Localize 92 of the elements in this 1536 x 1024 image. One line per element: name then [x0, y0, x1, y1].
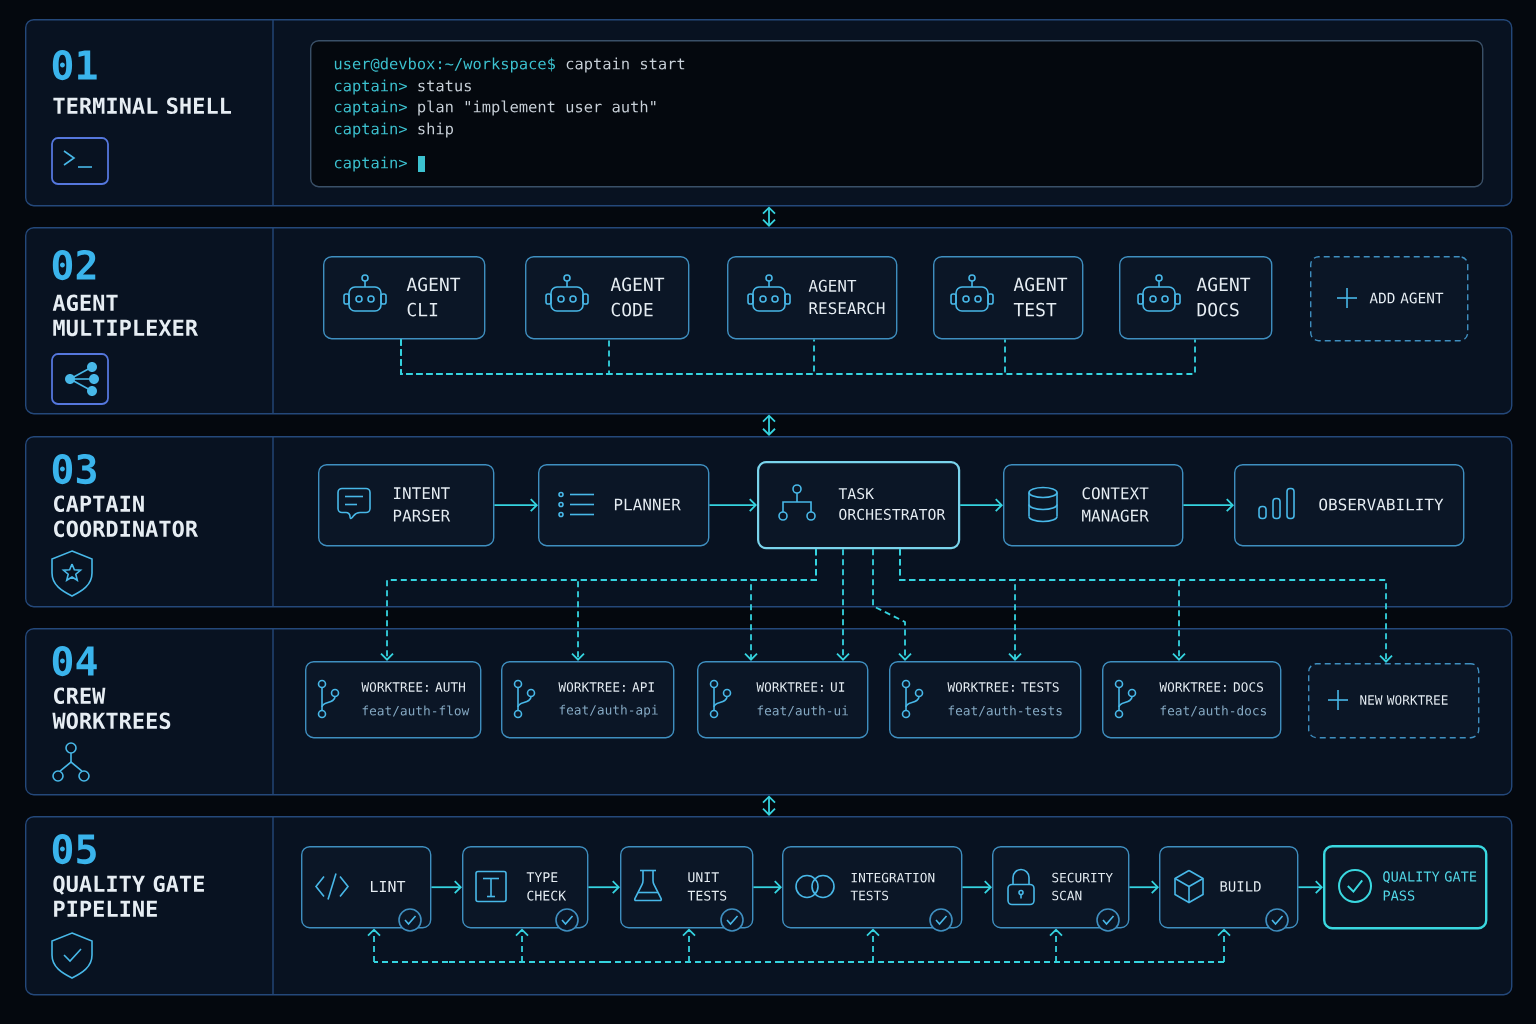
box-label: TASK ORCHESTRATOR [838, 488, 946, 520]
layer-number: 01 [52, 49, 97, 81]
box-label: WORKTREE: API [558, 682, 654, 692]
agent-card [1119, 256, 1273, 340]
box-label: WORKTREE: AUTH [361, 682, 465, 692]
arrow [1297, 880, 1323, 895]
arrow [961, 880, 992, 895]
layer-title: AGENT MULTIPLEXER [52, 294, 199, 337]
arrow [744, 548, 817, 661]
arrow [836, 548, 850, 661]
process-box [538, 464, 710, 547]
arrow [1128, 880, 1159, 895]
agent-card [323, 256, 486, 340]
layer-title: TERMINAL SHELL [53, 97, 231, 115]
stage-box [301, 846, 432, 932]
agent-card [727, 256, 898, 340]
branch-name: feat/auth-ui [757, 705, 848, 717]
arrow [872, 548, 912, 661]
box-label: NEW WORKTREE [1360, 695, 1448, 705]
box-label: AGENT CODE [610, 277, 665, 317]
branch-name: feat/auth-docs [1160, 705, 1266, 717]
arrow [1182, 498, 1234, 513]
arrow [752, 880, 782, 895]
box-label: ADD AGENT [1369, 292, 1444, 304]
agent-card [525, 256, 690, 340]
arrow [963, 928, 1141, 963]
status-box [1323, 845, 1488, 930]
arrow [493, 498, 538, 513]
stage-box [620, 846, 754, 932]
layer-title: CREW WORKTREES [52, 687, 171, 730]
double-arrow [762, 414, 776, 436]
box-label: WORKTREE: UI [756, 682, 845, 692]
terminal-line: captain> [334, 156, 407, 172]
process-box [757, 461, 961, 550]
box-label: AGENT DOCS [1196, 277, 1251, 317]
box-label: INTENT PARSER [393, 487, 451, 522]
box-label: SECURITY SCAN [1052, 872, 1113, 901]
terminal-line: user@devbox:~/workspace$ captain start [334, 57, 685, 73]
arrow [899, 548, 1393, 663]
layer-number: 05 [52, 833, 96, 865]
box-label: QUALITY GATE PASS [1383, 871, 1477, 901]
placeholder-box [1310, 256, 1469, 342]
connector-line [400, 338, 1196, 375]
arrow [447, 928, 606, 963]
worktree-card [305, 661, 482, 739]
box-label: BUILD [1220, 881, 1261, 892]
worktree-card [501, 661, 675, 739]
arrow [587, 880, 620, 895]
process-box [318, 464, 495, 547]
process-box [1003, 464, 1184, 547]
worktree-card [1102, 661, 1282, 739]
arrow [780, 928, 965, 963]
branch-name: feat/auth-api [559, 704, 658, 718]
worktree-card [697, 661, 869, 739]
double-arrow [762, 795, 776, 816]
stage-box [992, 846, 1130, 932]
double-arrow [762, 206, 776, 227]
box-label: WORKTREE: DOCS [1159, 682, 1263, 692]
process-box [1234, 464, 1465, 547]
layer-title: CAPTAIN COORDINATOR [54, 495, 199, 538]
stage-box [782, 846, 963, 932]
box-label: PLANNER [614, 498, 681, 511]
arrow [708, 498, 757, 513]
box-label: WORKTREE: TESTS [947, 682, 1059, 692]
box-label: LINT [371, 881, 406, 892]
layer-number: 04 [52, 645, 97, 677]
layer-number: 02 [52, 249, 96, 281]
layer-number: 03 [52, 453, 96, 485]
box-label: AGENT RESEARCH [808, 279, 885, 315]
terminal-line: captain> plan "implement user auth" [334, 100, 656, 116]
arrow [367, 928, 449, 963]
box-label: OBSERVABILITY [1319, 498, 1444, 511]
terminal-line: captain> status [334, 79, 471, 95]
stage-box [462, 846, 589, 932]
placeholder-box [1308, 663, 1480, 739]
box-label: UNIT TESTS [687, 872, 727, 901]
agent-card [933, 256, 1084, 340]
box-label: CONTEXT MANAGER [1082, 487, 1149, 522]
box-label: AGENT CLI [406, 277, 461, 317]
branch-name: feat/auth-tests [948, 705, 1062, 717]
arrow [430, 880, 462, 895]
branch-name: feat/auth-flow [362, 705, 470, 717]
terminal-line: captain> ship [334, 122, 453, 138]
box-label: INTEGRATION TESTS [850, 872, 935, 901]
arrow [1139, 928, 1231, 963]
layer-title: QUALITY GATE PIPELINE [53, 875, 204, 917]
arrow [604, 928, 782, 963]
worktree-card [889, 661, 1082, 739]
arrow [959, 498, 1003, 513]
stage-box [1159, 846, 1299, 932]
box-label: TYPE CHECK [526, 872, 567, 901]
box-label: AGENT TEST [1013, 277, 1068, 317]
